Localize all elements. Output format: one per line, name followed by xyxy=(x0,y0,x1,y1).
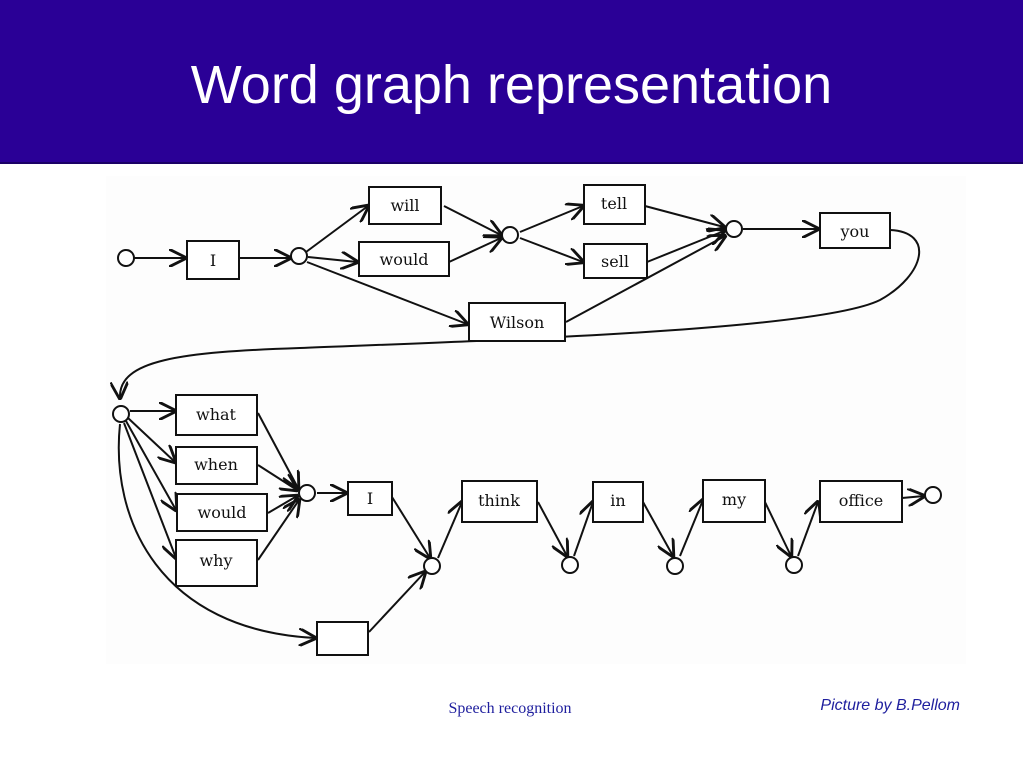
state-node xyxy=(423,557,441,575)
slide-footer: Speech recognition xyxy=(448,700,572,717)
edge xyxy=(443,205,501,235)
word-label: what xyxy=(196,405,237,424)
word-box-you xyxy=(819,212,891,249)
word-box-think xyxy=(461,480,538,523)
word-label: my xyxy=(722,490,746,509)
edge xyxy=(519,237,583,262)
state-node xyxy=(117,249,135,267)
word-box-would xyxy=(358,241,450,277)
word-box-wilson xyxy=(468,302,566,342)
edge xyxy=(257,464,297,490)
edge xyxy=(644,205,724,227)
word-box-would-2 xyxy=(176,493,268,532)
edge xyxy=(125,420,176,510)
edge xyxy=(127,417,175,462)
word-label: I xyxy=(210,251,216,270)
picture-credit: Picture by B.Pellom xyxy=(820,697,960,714)
word-box-why xyxy=(175,539,258,587)
edge xyxy=(679,500,703,557)
edge xyxy=(519,206,583,233)
word-box-what xyxy=(175,394,258,436)
word-box-empty xyxy=(316,621,369,656)
word-box-when xyxy=(175,446,258,485)
state-node xyxy=(112,405,130,423)
state-node xyxy=(666,557,684,575)
state-node xyxy=(298,484,316,502)
word-label: I xyxy=(367,489,373,508)
word-label: Wilson xyxy=(490,313,545,332)
word-label: would xyxy=(380,250,429,269)
word-box-i xyxy=(186,240,240,280)
edge xyxy=(537,501,567,556)
state-node xyxy=(785,556,803,574)
edge xyxy=(117,423,315,638)
state-node xyxy=(501,226,519,244)
word-label: office xyxy=(839,491,884,510)
word-label: think xyxy=(478,491,520,510)
word-label: tell xyxy=(601,194,627,213)
edge xyxy=(306,261,467,324)
word-label: sell xyxy=(601,252,629,271)
word-box-sell xyxy=(583,243,648,279)
edge xyxy=(448,238,501,263)
word-label: would xyxy=(198,503,247,522)
edge xyxy=(437,502,462,559)
edge xyxy=(123,422,176,558)
word-box-in xyxy=(592,481,644,523)
word-box-i-2 xyxy=(347,481,393,516)
state-node xyxy=(290,247,308,265)
edge xyxy=(120,229,921,398)
word-box-office xyxy=(819,480,903,523)
word-box-my xyxy=(702,479,766,523)
state-node xyxy=(561,556,579,574)
slide-title: Word graph representation xyxy=(190,55,833,115)
word-box-will xyxy=(368,186,442,225)
edge xyxy=(307,257,357,262)
edge xyxy=(642,501,673,556)
edge xyxy=(573,502,593,557)
edge xyxy=(368,572,425,633)
word-label: will xyxy=(390,196,419,215)
word-label: why xyxy=(199,551,232,570)
slide-header: Word graph representation xyxy=(0,0,1023,164)
edge xyxy=(257,500,299,561)
edge xyxy=(763,499,791,556)
word-box-tell xyxy=(583,184,646,225)
state-node xyxy=(725,220,743,238)
edge xyxy=(901,496,924,498)
edge xyxy=(797,502,818,557)
edge xyxy=(305,206,368,253)
word-label: you xyxy=(840,222,870,241)
word-label: in xyxy=(610,491,625,510)
edge xyxy=(391,496,430,558)
final-state-node xyxy=(924,486,942,504)
word-label: when xyxy=(194,455,238,474)
